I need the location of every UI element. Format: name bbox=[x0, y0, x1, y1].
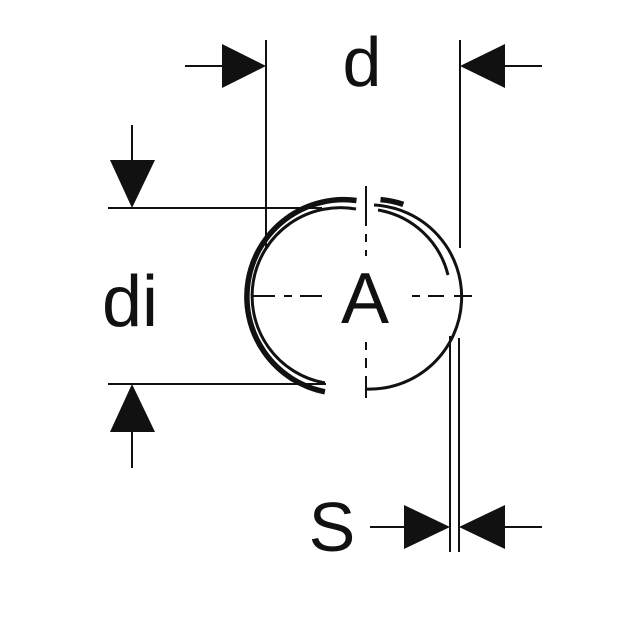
s-arrowhead-left bbox=[404, 505, 450, 549]
label-cross-section: A bbox=[341, 259, 389, 339]
pipe-inner-bore bbox=[250, 206, 357, 385]
pipe-inner-bore-right bbox=[377, 208, 450, 276]
s-arrowhead-right bbox=[459, 505, 505, 549]
label-inner-diameter: di bbox=[102, 262, 158, 342]
d-arrowhead-left bbox=[222, 44, 266, 88]
di-arrowhead-top bbox=[110, 160, 155, 208]
pipe-outer-wall-inner-line bbox=[364, 203, 464, 391]
pipe-outer-wall-outer-line bbox=[244, 196, 405, 395]
d-arrowhead-right bbox=[460, 44, 505, 88]
di-arrowhead-bottom bbox=[110, 384, 155, 432]
label-outer-diameter: d bbox=[343, 23, 382, 101]
label-wall-thickness: S bbox=[309, 488, 356, 566]
